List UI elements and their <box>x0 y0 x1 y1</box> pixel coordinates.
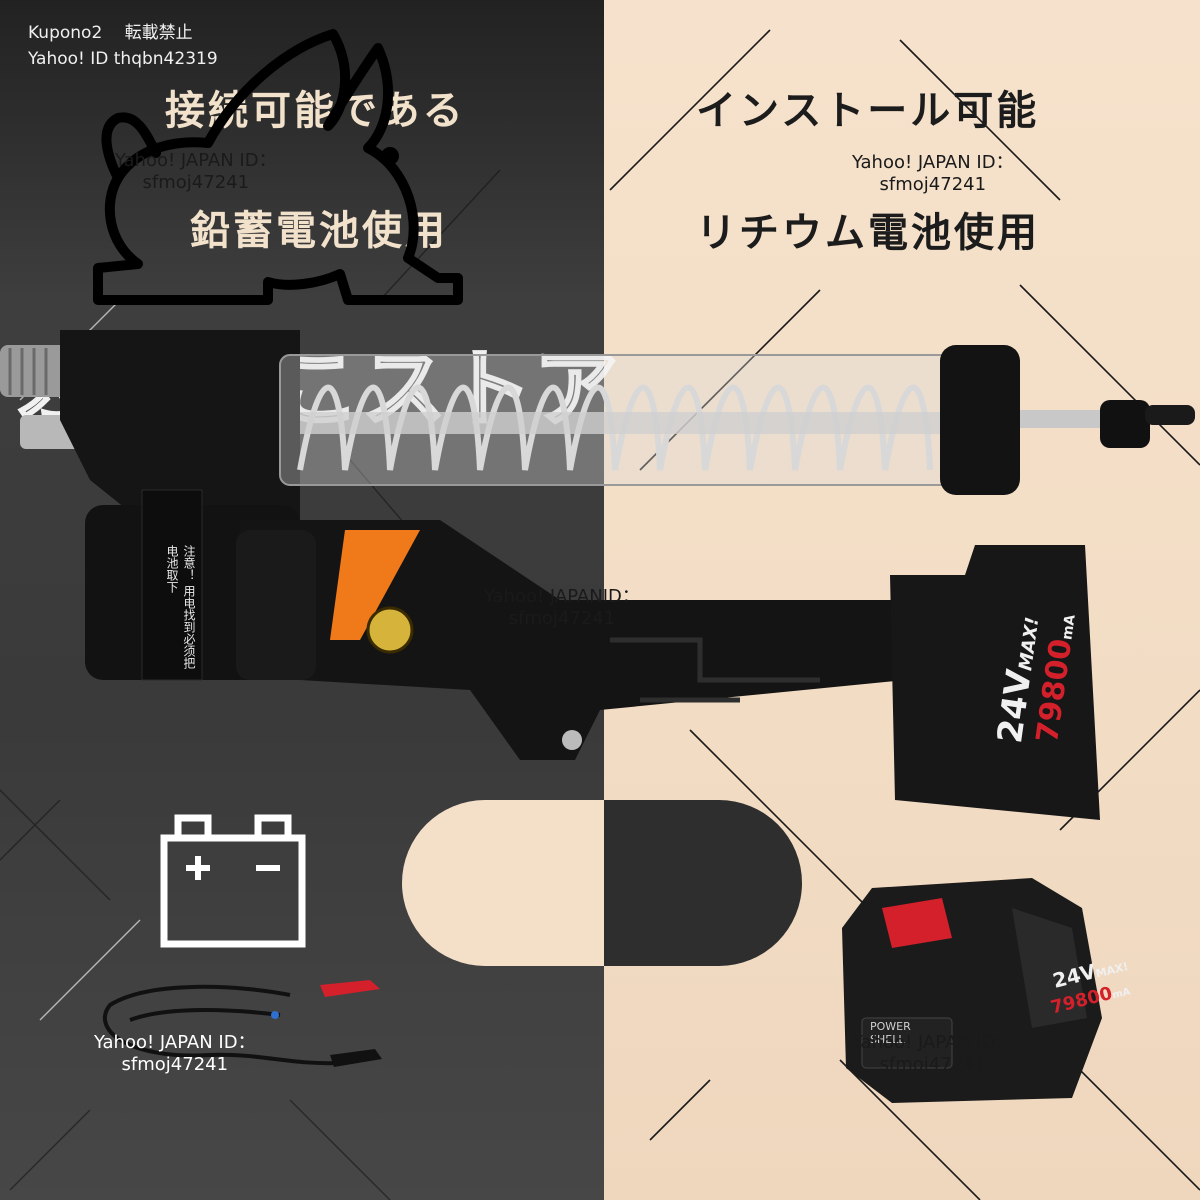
id-watermark-line2: sfmoj47241 <box>508 608 616 629</box>
id-watermark-line1: Yahoo! JAPAN ID： <box>115 150 277 171</box>
corner-watermark-line1: Kupono2 転載禁止 <box>28 23 193 43</box>
corner-watermark: Kupono2 転載禁止 Yahoo! ID thqbn42319 <box>28 20 218 72</box>
motor-housing <box>240 520 905 760</box>
id-watermark-line2: sfmoj47241 <box>879 174 987 195</box>
id-watermark-line1: Yahoo! JAPAN ID： <box>852 1032 1014 1053</box>
tool-battery-unit: mA <box>1059 613 1079 641</box>
pump-head <box>60 330 300 520</box>
id-watermark: Yahoo! JAPAN ID： sfmoj47241 <box>852 152 1014 196</box>
tool-battery-max: MAX! <box>1015 615 1044 673</box>
id-watermark: Yahoo! JAPANID： sfmoj47241 <box>484 586 640 630</box>
tool-battery-pack <box>890 545 1100 820</box>
pill-light-half <box>402 800 604 966</box>
right-heading-bottom: リチウム電池使用 <box>696 209 1040 256</box>
car-battery-icon <box>160 814 306 948</box>
id-watermark: Yahoo! JAPAN ID： sfmoj47241 <box>115 150 277 194</box>
alligator-clip-cable-icon <box>102 980 382 1067</box>
id-watermark-line1: Yahoo! JAPAN ID： <box>94 1032 256 1053</box>
left-heading-bottom: 鉛蓄電池使用 <box>190 207 448 254</box>
red-clip <box>320 980 380 997</box>
rabbit-eye-icon <box>381 147 399 165</box>
tube-end-cap <box>940 345 1020 495</box>
black-clip <box>330 1049 382 1067</box>
loose-battery-unit: mA <box>1111 986 1132 1002</box>
id-watermark: Yahoo! JAPAN ID： sfmoj47241 <box>852 1032 1014 1076</box>
orange-accent-stripe <box>330 530 420 640</box>
id-watermark-line2: sfmoj47241 <box>879 1054 987 1075</box>
loose-battery-pack-icon <box>842 878 1102 1103</box>
pill-dark-half <box>604 800 802 966</box>
corner-watermark-line2: Yahoo! ID thqbn42319 <box>28 49 218 69</box>
brand-badge-icon <box>366 606 414 654</box>
battery-release-button <box>882 898 952 948</box>
right-heading-top: インストール可能 <box>696 87 1040 134</box>
id-watermark-line2: sfmoj47241 <box>121 1054 229 1075</box>
split-pill-graphic <box>402 800 802 966</box>
t-handle <box>1100 400 1150 448</box>
rabbit-logo-icon <box>93 29 463 305</box>
id-watermark-line2: sfmoj47241 <box>142 172 250 193</box>
id-watermark: Yahoo! JAPAN ID： sfmoj47241 <box>94 1032 256 1076</box>
warning-label-text: 用电找到必须把电池取下 <box>165 545 196 669</box>
warning-label-box: 注意！ 用电找到必须把电池取下 <box>148 545 198 675</box>
warning-label-title: 注意！ <box>182 545 196 581</box>
id-watermark-line1: Yahoo! JAPAN ID： <box>852 152 1014 173</box>
id-watermark-line1: Yahoo! JAPANID： <box>484 586 640 607</box>
loose-battery-brand: POWER SHELL <box>870 1020 911 1046</box>
